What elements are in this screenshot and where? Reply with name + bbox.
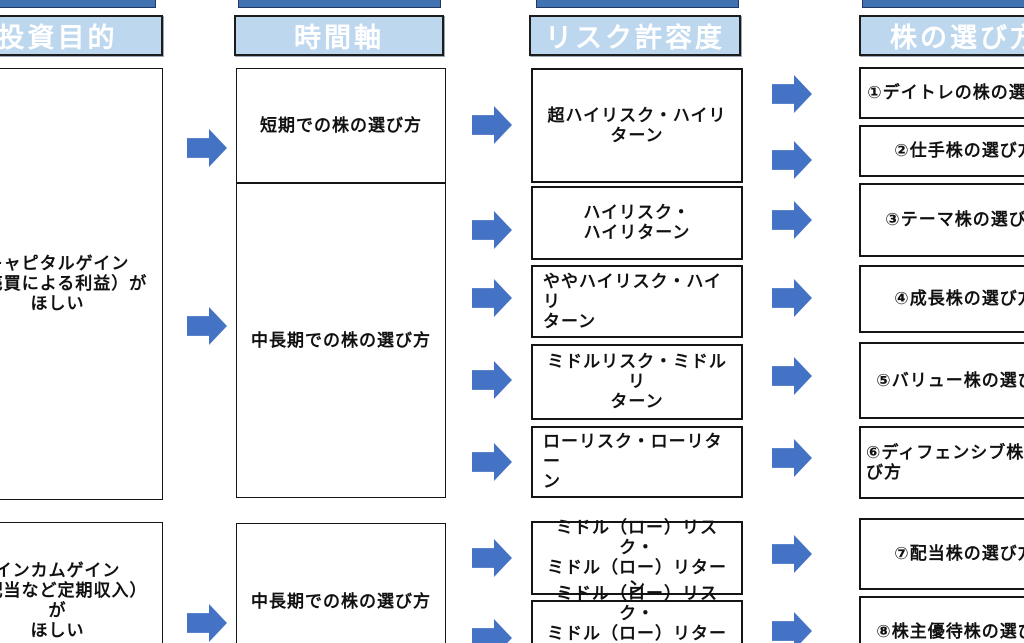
header-label: 時間軸: [294, 23, 384, 53]
purpose-box-capital-gain: キャピタルゲイン （売買による利益）が ほしい: [0, 68, 163, 500]
box-label: ローリスク・ローリター ン: [543, 432, 723, 491]
box-label: ミドル（ロー）リスク・ ミドル（ロー）リターン: [547, 584, 727, 643]
box-label: 中長期での株の選び方: [251, 330, 431, 350]
box-label: インカムゲイン （配当など定期収入）が ほしい: [0, 561, 148, 640]
top-bar-risk: [536, 0, 739, 8]
arrow-right-icon: [187, 129, 227, 167]
timeline-box-mid-long-term-1: 中長期での株の選び方: [236, 183, 446, 498]
header-investment-purpose: 投資目的: [0, 15, 163, 56]
method-box-theme: ③テーマ株の選び方: [859, 183, 1024, 257]
box-label: ④成長株の選び方: [894, 289, 1024, 308]
header-label: リスク許容度: [545, 23, 725, 53]
method-box-day-trade: ①デイトレの株の選び方: [859, 67, 1024, 119]
purpose-box-income-gain: インカムゲイン （配当など定期収入）が ほしい: [0, 522, 163, 643]
box-label: ⑦配当株の選び方: [894, 544, 1024, 563]
header-label: 株の選び方: [890, 23, 1024, 53]
box-label: ②仕手株の選び方: [894, 141, 1024, 160]
method-box-value: ⑤バリュー株の選び方: [859, 342, 1024, 419]
method-box-defensive: ⑥ディフェンシブ株の選 び方: [859, 426, 1024, 499]
box-label: 短期での株の選び方: [260, 115, 422, 135]
header-label: 投資目的: [0, 23, 118, 53]
arrow-right-icon: [472, 361, 512, 399]
risk-box-high-risk: ハイリスク・ ハイリターン: [531, 186, 743, 260]
box-label: ミドルリスク・ミドルリ ターン: [547, 352, 727, 411]
method-box-shareholder-benefit: ⑧株主優待株の選び方: [859, 596, 1024, 643]
method-box-growth: ④成長株の選び方: [859, 265, 1024, 333]
box-label: ハイリスク・ ハイリターン: [583, 203, 691, 242]
arrow-right-icon: [187, 307, 227, 345]
arrow-right-icon: [772, 279, 812, 317]
arrow-right-icon: [772, 439, 812, 477]
risk-box-middle-risk: ミドルリスク・ミドルリ ターン: [531, 344, 743, 420]
arrow-right-icon: [472, 539, 512, 577]
box-label: ①デイトレの株の選び方: [867, 83, 1024, 102]
arrow-right-icon: [772, 357, 812, 395]
box-label: ⑧株主優待株の選び方: [876, 622, 1024, 641]
arrow-right-icon: [187, 604, 227, 642]
risk-box-middle-low-risk-2: ミドル（ロー）リスク・ ミドル（ロー）リターン: [531, 584, 743, 643]
arrow-right-icon: [772, 141, 812, 179]
arrow-right-icon: [472, 443, 512, 481]
arrow-right-icon: [772, 612, 812, 643]
arrow-right-icon: [472, 211, 512, 249]
top-bar-purpose: [0, 0, 156, 8]
box-label: 超ハイリスク・ハイリ ターン: [547, 105, 727, 145]
arrow-right-icon: [772, 535, 812, 573]
arrow-right-icon: [472, 106, 512, 144]
top-bar-timeline: [238, 0, 441, 8]
box-label: ややハイリスク・ハイリ ターン: [543, 271, 722, 331]
box-label: ⑤バリュー株の選び方: [876, 370, 1024, 390]
method-box-dividend: ⑦配当株の選び方: [859, 518, 1024, 590]
box-label: 中長期での株の選び方: [251, 591, 431, 611]
box-label: キャピタルゲイン （売買による利益）が ほしい: [0, 254, 148, 313]
risk-box-somewhat-high-risk: ややハイリスク・ハイリ ターン: [531, 265, 743, 338]
timeline-box-mid-long-term-2: 中長期での株の選び方: [236, 523, 446, 643]
arrow-right-icon: [772, 201, 812, 239]
top-bar-method: [862, 0, 1024, 8]
header-risk-tolerance: リスク許容度: [529, 15, 741, 56]
risk-box-middle-low-risk-1: ミドル（ロー）リスク・ ミドル（ロー）リターン: [531, 518, 743, 597]
risk-box-low-risk: ローリスク・ローリター ン: [531, 426, 743, 498]
timeline-box-short-term: 短期での株の選び方: [236, 68, 446, 183]
arrow-right-icon: [772, 75, 812, 113]
header-time-axis: 時間軸: [234, 15, 444, 56]
box-label: ⑥ディフェンシブ株の選 び方: [866, 442, 1024, 482]
arrow-right-icon: [472, 279, 512, 317]
method-box-speculative: ②仕手株の選び方: [859, 125, 1024, 177]
header-stock-selection: 株の選び方: [859, 15, 1024, 56]
arrow-right-icon: [472, 619, 512, 643]
risk-box-super-high-risk: 超ハイリスク・ハイリ ターン: [531, 68, 743, 183]
box-label: ミドル（ロー）リスク・ ミドル（ロー）リターン: [547, 518, 727, 597]
box-label: ③テーマ株の選び方: [885, 210, 1024, 229]
